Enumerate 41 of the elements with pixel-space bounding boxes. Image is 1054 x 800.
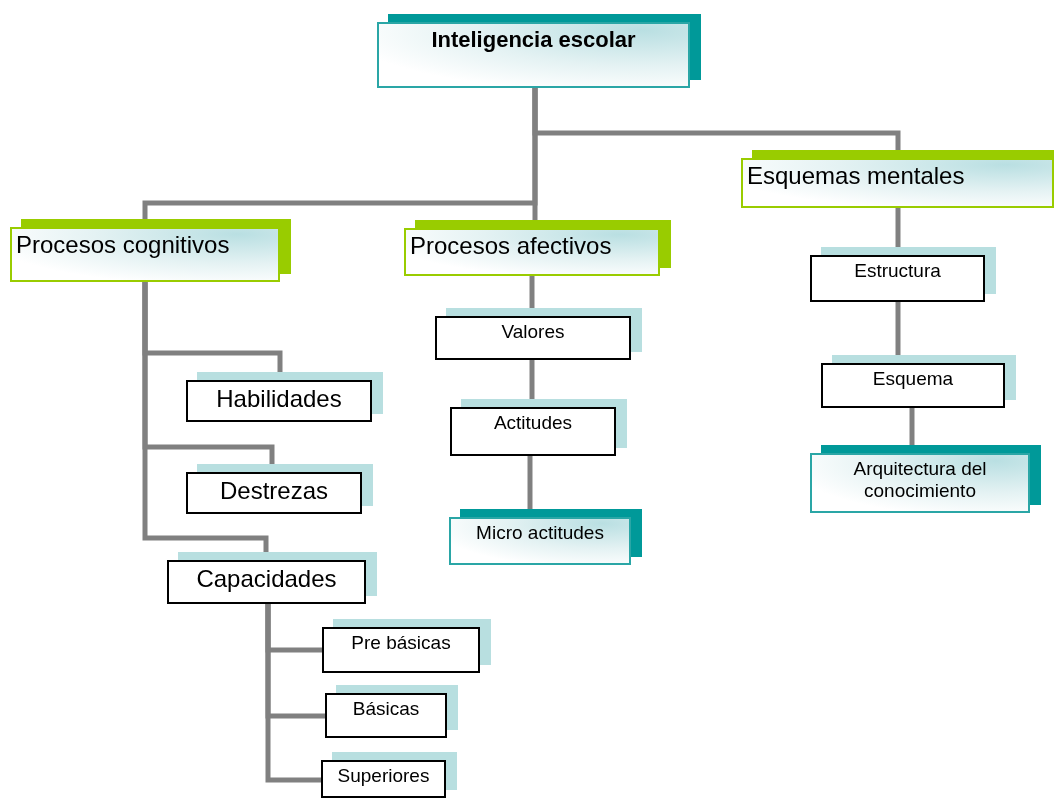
box-label: Inteligencia escolar	[431, 27, 636, 53]
concept-box	[450, 399, 627, 456]
connector-line	[895, 302, 901, 355]
box-label: Arquitectura del conocimiento	[852, 458, 988, 502]
connector-line	[527, 456, 533, 509]
connector-line	[142, 282, 269, 552]
connector-line	[265, 604, 321, 783]
box-label: Destrezas	[219, 477, 328, 505]
box-label: Micro actitudes	[476, 522, 604, 544]
connector-line	[529, 360, 535, 399]
box-label: Esquemas mentales	[747, 162, 965, 190]
box-label: Capacidades	[196, 565, 337, 593]
heading-box	[810, 445, 1041, 513]
connector-line	[909, 408, 915, 445]
box-label: Habilidades	[216, 385, 342, 413]
concept-box	[435, 308, 642, 360]
box-label: Actitudes	[493, 412, 573, 434]
connector-line	[529, 276, 535, 308]
heading-box	[10, 219, 291, 282]
heading-box	[377, 14, 701, 88]
concept-box	[186, 464, 373, 514]
box-label: Valores	[501, 321, 565, 343]
box-label: Básicas	[352, 698, 420, 720]
heading-box	[404, 220, 671, 276]
heading-box	[449, 509, 642, 565]
connector-line	[895, 208, 901, 247]
heading-box	[741, 150, 1054, 208]
box-label: Superiores	[337, 765, 430, 787]
concept-box	[810, 247, 996, 302]
box-label: Procesos cognitivos	[16, 231, 230, 259]
box-label: Estructura	[854, 260, 941, 282]
concept-box	[821, 355, 1016, 408]
concept-box	[186, 372, 383, 422]
box-label: Procesos afectivos	[410, 232, 612, 260]
box-label: Esquema	[872, 368, 954, 390]
concept-box	[167, 552, 377, 604]
concept-box	[325, 685, 458, 738]
concept-box	[321, 752, 457, 798]
concept-box	[322, 619, 491, 673]
connector-line	[532, 88, 901, 150]
box-label: Pre básicas	[351, 632, 451, 654]
